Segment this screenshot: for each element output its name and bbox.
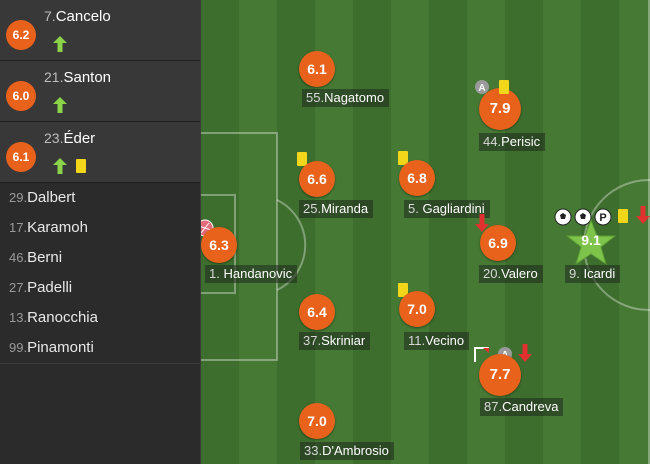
yellow-card-icon	[499, 80, 509, 94]
pitch: 6.1 55.Nagatomo 7.9 A 44.Perisic 6.6 25.…	[201, 0, 650, 464]
rating-badge[interactable]: 9.1	[581, 232, 601, 248]
player-name: Éder	[63, 130, 96, 147]
player-number: 27.	[9, 280, 28, 295]
sub-out-arrow-icon	[636, 206, 650, 224]
player-number: 17.	[9, 220, 28, 235]
player-label[interactable]: 55.Nagatomo	[302, 89, 390, 107]
rating-badge: 6.1	[6, 142, 36, 172]
substitute-row[interactable]: 6.1 23.Éder	[0, 122, 200, 183]
player-name: Berni	[27, 249, 63, 266]
rating-badge[interactable]: 7.7	[479, 354, 521, 396]
bench-row[interactable]: 29.Dalbert	[0, 183, 200, 214]
bench-row[interactable]: 46.Berni	[0, 243, 200, 274]
rating-badge[interactable]: 6.9	[480, 225, 516, 261]
player-label[interactable]: 44.Perisic	[479, 133, 546, 151]
player-number: 46.	[9, 250, 28, 265]
player-name: Pinamonti	[27, 339, 94, 356]
rating-badge: 6.2	[6, 20, 36, 50]
player-name: Ranocchia	[27, 309, 98, 326]
arrow-up-icon	[53, 36, 67, 52]
star-icon	[565, 218, 617, 266]
rating-badge[interactable]: 6.8	[399, 160, 435, 196]
substitute-row[interactable]: 6.2 7.Cancelo	[0, 0, 200, 61]
penalty-goal-icon: P	[594, 208, 612, 226]
player-number: 21.Santon	[44, 69, 112, 86]
player-label[interactable]: 1. Handanovic	[205, 265, 298, 283]
assist-icon: A	[475, 80, 489, 94]
player-number: 99.	[9, 340, 28, 355]
event-icons	[53, 97, 67, 115]
rating-badge[interactable]: 6.1	[299, 51, 335, 87]
player-label[interactable]: 5. Gagliardini	[404, 200, 490, 218]
player-label[interactable]: 11.Vecino	[404, 332, 470, 350]
svg-text:P: P	[599, 212, 606, 224]
player-name: Padelli	[27, 279, 73, 296]
sub-out-arrow-icon	[518, 344, 532, 362]
player-number: 13.	[9, 310, 28, 325]
goal-icon	[554, 208, 572, 226]
rating-badge[interactable]: 6.4	[299, 294, 335, 330]
substitute-row[interactable]: 6.0 21.Santon	[0, 61, 200, 122]
svg-text:A: A	[478, 83, 485, 94]
player-label[interactable]: 87.Candreva	[480, 398, 564, 416]
yellow-card-icon	[76, 159, 87, 173]
player-name: Cancelo	[55, 8, 111, 25]
yellow-card-icon	[618, 209, 628, 223]
event-icons	[53, 158, 87, 176]
rating-badge[interactable]: 7.9	[479, 88, 521, 130]
bench-row[interactable]: 99.Pinamonti	[0, 333, 200, 364]
yellow-card-icon	[398, 151, 408, 165]
player-number: 7.Cancelo	[44, 8, 111, 25]
substitutes-sidebar: 6.2 7.Cancelo 6.0 21.Santon 6.1 23.Éder …	[0, 0, 201, 464]
player-label[interactable]: 20.Valero	[479, 265, 543, 283]
rating-badge[interactable]: 7.0	[299, 403, 335, 439]
bench-row[interactable]: 13.Ranocchia	[0, 303, 200, 334]
rating-badge[interactable]: 6.6	[299, 161, 335, 197]
player-label[interactable]: 37.Skriniar	[299, 332, 371, 350]
player-label[interactable]: 25.Miranda	[299, 200, 374, 218]
sub-out-arrow-icon	[475, 214, 489, 232]
player-number: 29.	[9, 190, 28, 205]
bench-row[interactable]: 17.Karamoh	[0, 213, 200, 244]
player-name: Karamoh	[27, 219, 88, 236]
player-label[interactable]: 9. Icardi	[565, 265, 621, 283]
event-icons	[53, 36, 67, 54]
player-name: Santon	[63, 69, 112, 86]
arrow-up-icon	[53, 158, 67, 174]
arrow-up-icon	[53, 97, 67, 113]
yellow-card-icon	[297, 152, 307, 166]
player-number: 23.Éder	[44, 130, 96, 147]
player-name: Dalbert	[27, 189, 76, 206]
player-label[interactable]: 33.D'Ambrosio	[300, 442, 394, 460]
rating-badge[interactable]: 7.0	[399, 291, 435, 327]
rating-badge: 6.0	[6, 81, 36, 111]
rating-badge[interactable]: 6.3	[201, 227, 237, 263]
goal-icon	[574, 208, 592, 226]
corner-flag-icon	[474, 347, 489, 362]
bench-row[interactable]: 27.Padelli	[0, 273, 200, 304]
